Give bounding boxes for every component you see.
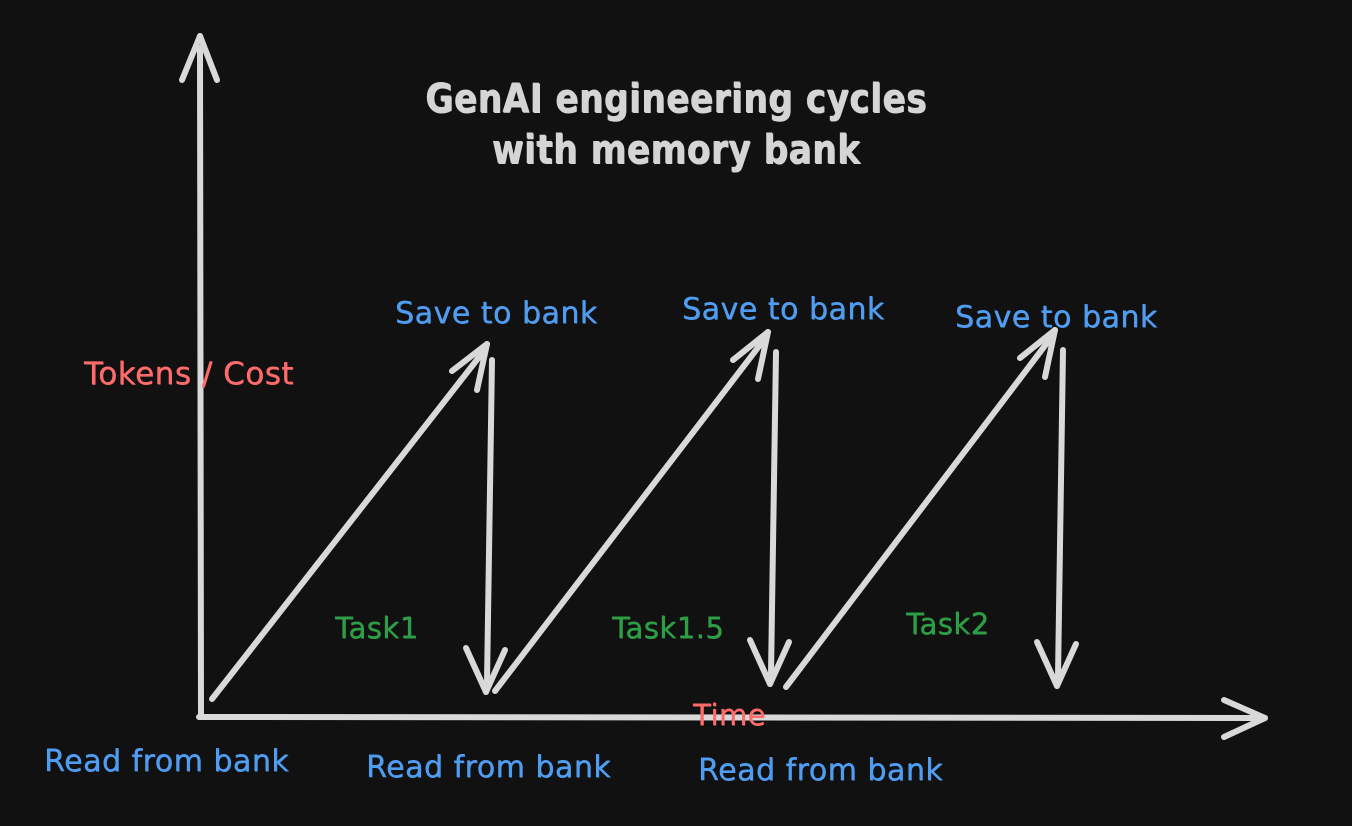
chart-title: GenAI engineering cycles with memory ban…: [95, 74, 1258, 176]
chart-title-line-2: with memory bank: [491, 127, 861, 174]
cycle-2-rise-arrow: [492, 329, 771, 694]
x-axis-label: Time: [693, 698, 766, 732]
chart-title-line-1: GenAI engineering cycles: [425, 76, 927, 122]
cycle-3-rise-arrow: [783, 327, 1058, 690]
task-label-1: Task1: [335, 611, 419, 645]
cycle-1-drop-arrow: [463, 357, 508, 695]
task-label-2: Task1.5: [612, 611, 725, 645]
cycle-1-rise-arrow: [209, 341, 490, 702]
save-to-bank-label-3: Save to bank: [955, 300, 1158, 335]
read-from-bank-label-2: Read from bank: [366, 750, 612, 785]
cycle-3-drop-arrow: [1034, 347, 1079, 689]
save-to-bank-label-1: Save to bank: [395, 296, 598, 331]
save-to-bank-label-2: Save to bank: [682, 292, 885, 327]
read-from-bank-label-1: Read from bank: [44, 744, 290, 779]
cycle-2-drop-arrow: [747, 349, 792, 687]
y-axis-label: Tokens / Cost: [84, 356, 294, 392]
task-label-3: Task2: [906, 607, 990, 641]
x-axis: [196, 697, 1268, 740]
y-axis: [179, 33, 220, 719]
read-from-bank-label-3: Read from bank: [698, 753, 944, 788]
